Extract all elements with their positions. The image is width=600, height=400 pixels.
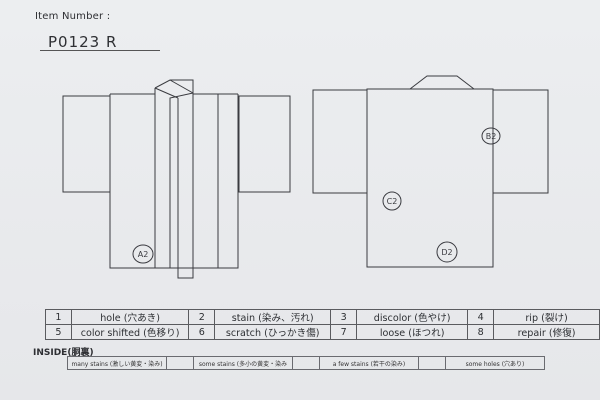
inside-row: many stains (激しい黄変・染み) some stains (多小の黄…: [67, 356, 545, 370]
defect-legend-table: 1 hole (穴あき) 2 stain (染み、汚れ) 3 discolor …: [45, 309, 600, 340]
legend-label: stain (染み、汚れ): [214, 309, 332, 325]
item-code-underline: [40, 50, 160, 51]
inside-stain-table: many stains (激しい黄変・染み) some stains (多小の黄…: [67, 356, 545, 370]
legend-number: 2: [188, 309, 216, 325]
inside-empty-cell: [418, 356, 446, 370]
inside-empty-cell: [292, 356, 320, 370]
legend-number: 5: [45, 324, 72, 340]
inside-stain-option: a few stains (若干の染み): [319, 356, 419, 370]
legend-number: 1: [45, 309, 72, 325]
legend-label: hole (穴あき): [70, 309, 190, 325]
back-garment-outline: [312, 75, 549, 268]
legend-label: loose (ほつれ): [356, 324, 469, 340]
legend-label: color shifted (色移り): [70, 324, 190, 340]
inside-stain-option: some holes (穴あり): [445, 356, 545, 370]
marker-b2: B2: [486, 132, 497, 141]
legend-number: 8: [467, 324, 495, 340]
legend-label: rip (裂け): [493, 309, 600, 325]
garment-diagram: A2 B2 C2 D2: [62, 75, 549, 279]
legend-label: discolor (色やけ): [356, 309, 469, 325]
legend-number: 4: [467, 309, 495, 325]
marker-a2: A2: [138, 250, 149, 259]
marker-d2: D2: [441, 248, 452, 257]
legend-number: 3: [330, 309, 358, 325]
legend-label: scratch (ひっかき傷): [214, 324, 332, 340]
legend-row: 1 hole (穴あき) 2 stain (染み、汚れ) 3 discolor …: [45, 309, 600, 325]
inside-stain-option: some stains (多小の黄変・染み: [193, 356, 293, 370]
legend-number: 7: [330, 324, 358, 340]
legend-row: 5 color shifted (色移り) 6 scratch (ひっかき傷) …: [45, 324, 600, 340]
inside-section-title: INSIDE(胴裏): [33, 348, 94, 358]
item-number-label: Item Number :: [35, 11, 111, 22]
inside-empty-cell: [166, 356, 194, 370]
item-code: P0123 R: [48, 33, 118, 51]
marker-c2: C2: [387, 197, 398, 206]
legend-label: repair (修復): [493, 324, 600, 340]
front-garment-outline: [62, 79, 291, 279]
legend-number: 6: [188, 324, 216, 340]
inside-stain-option: many stains (激しい黄変・染み): [67, 356, 167, 370]
